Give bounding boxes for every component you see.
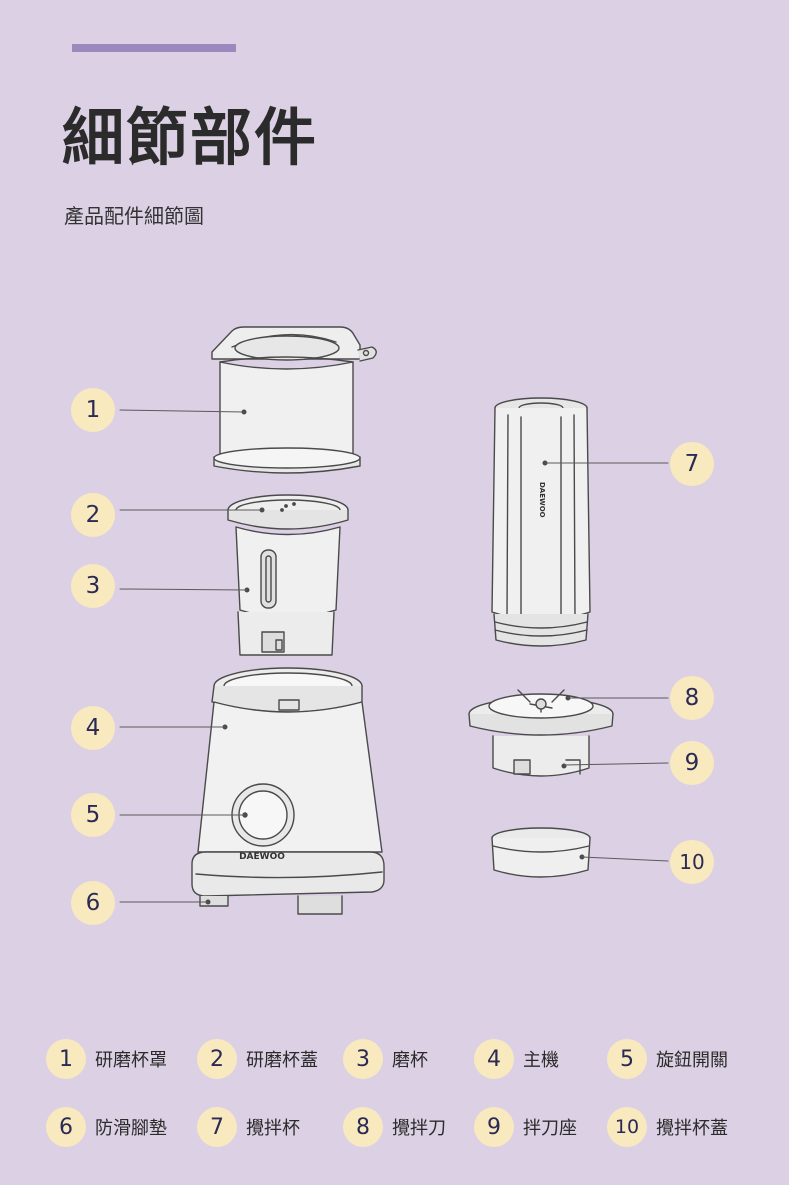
legend-label: 拌刀座	[523, 1118, 577, 1139]
brand-logo-cup: DAEWOO	[538, 482, 546, 518]
motor-base: DAEWOO	[191, 667, 385, 915]
blender-cup-lid	[491, 827, 591, 878]
legend-badge: 4	[474, 1039, 514, 1079]
legend-badge: 10	[607, 1107, 647, 1147]
page-title: 細節部件	[62, 101, 319, 174]
grinding-cup	[235, 526, 341, 656]
legend-item-6: 6 防滑腳墊	[46, 1107, 167, 1147]
legend-item-9: 9 拌刀座	[474, 1107, 577, 1147]
page-subtitle: 產品配件細節圖	[64, 204, 204, 228]
legend-item-5: 5 旋鈕開關	[607, 1039, 728, 1079]
legend-label: 攪拌杯	[246, 1118, 300, 1139]
callout-8: 8	[670, 676, 714, 720]
blade-assembly	[468, 689, 614, 777]
brand-logo-base: DAEWOO	[239, 852, 285, 862]
callout-leader-lines	[119, 409, 669, 903]
legend-label: 防滑腳墊	[95, 1118, 167, 1139]
legend-badge: 2	[197, 1039, 237, 1079]
callout-10: 10	[670, 840, 714, 884]
legend-item-10: 10 攪拌杯蓋	[607, 1107, 728, 1147]
callout-3: 3	[71, 564, 115, 608]
legend-badge: 6	[46, 1107, 86, 1147]
callout-1: 1	[71, 388, 115, 432]
callout-4: 4	[71, 706, 115, 750]
callout-5: 5	[71, 793, 115, 837]
callout-9: 9	[670, 741, 714, 785]
legend-badge: 8	[343, 1107, 383, 1147]
callout-6: 6	[71, 881, 115, 925]
grinder-cup-cover	[211, 326, 377, 474]
legend-badge: 3	[343, 1039, 383, 1079]
legend-badge: 9	[474, 1107, 514, 1147]
legend-item-3: 3 磨杯	[343, 1039, 428, 1079]
legend-badge: 5	[607, 1039, 647, 1079]
legend-label: 攪拌杯蓋	[656, 1118, 728, 1139]
header-accent-bar	[72, 44, 236, 52]
grinder-cup-lid	[227, 494, 349, 530]
legend-label: 研磨杯蓋	[246, 1050, 318, 1071]
legend-item-2: 2 研磨杯蓋	[197, 1039, 318, 1079]
legend-label: 攪拌刀	[392, 1118, 446, 1139]
legend-badge: 7	[197, 1107, 237, 1147]
legend-label: 磨杯	[392, 1050, 428, 1071]
legend-item-7: 7 攪拌杯	[197, 1107, 300, 1147]
legend-item-4: 4 主機	[474, 1039, 559, 1079]
callout-2: 2	[71, 493, 115, 537]
legend-item-1: 1 研磨杯罩	[46, 1039, 167, 1079]
legend-label: 研磨杯罩	[95, 1050, 167, 1071]
blender-cup: DAEWOO	[491, 397, 591, 647]
callout-7: 7	[670, 442, 714, 486]
legend-badge: 1	[46, 1039, 86, 1079]
legend-label: 旋鈕開關	[656, 1050, 728, 1071]
legend-item-8: 8 攪拌刀	[343, 1107, 446, 1147]
legend-label: 主機	[523, 1050, 559, 1071]
